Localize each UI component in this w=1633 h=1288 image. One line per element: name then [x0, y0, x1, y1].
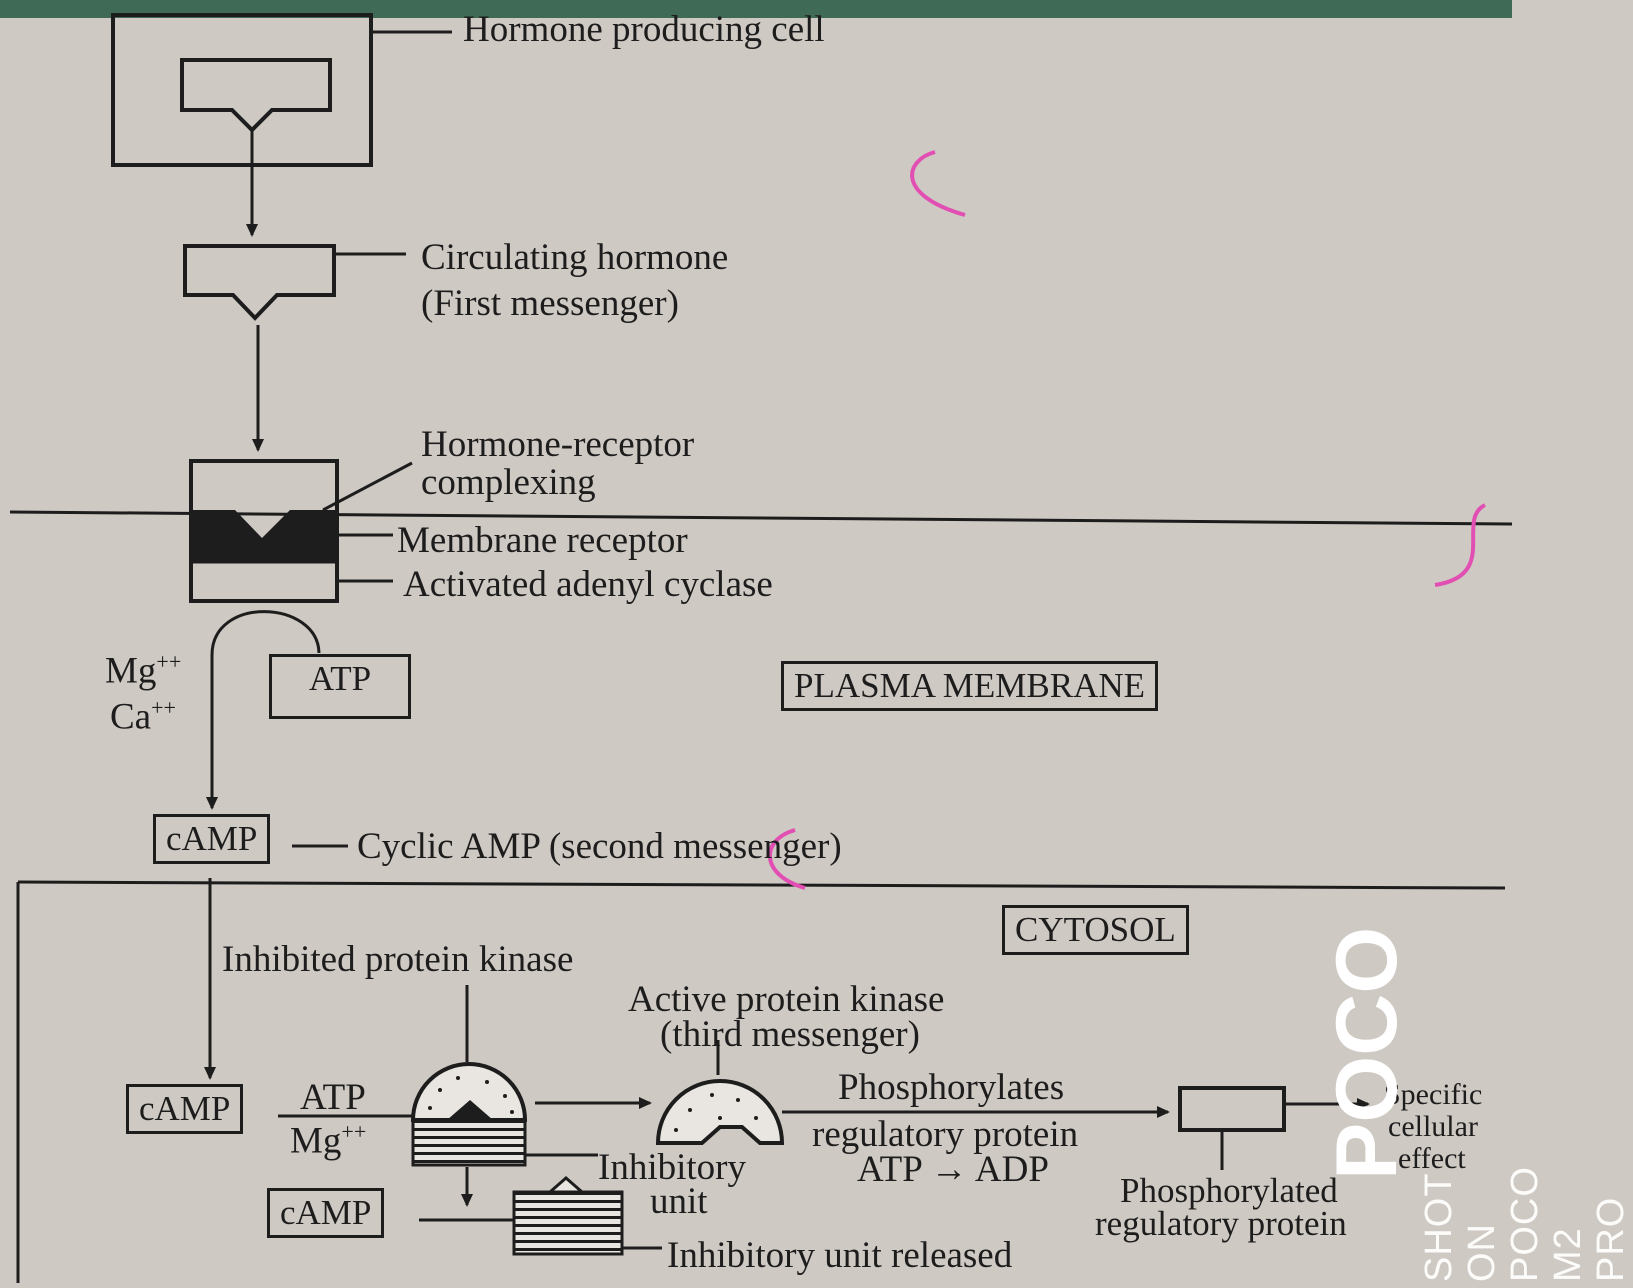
phosphorylated-protein-shape [1178, 1086, 1370, 1170]
pink-mark [767, 828, 806, 890]
label-ca: Ca++ [110, 695, 176, 738]
label-hormone-receptor: Hormone-receptor [421, 424, 695, 465]
membrane-line-top [9, 510, 1513, 526]
label-atp-adp: ATP → ADP [857, 1149, 1049, 1190]
label-inhibited-protein-kinase: Inhibited protein kinase [222, 939, 574, 980]
watermark-text: SHOT ON POCO M2 PRO [1418, 1166, 1632, 1282]
label-cellular: cellular [1388, 1110, 1478, 1143]
label-regulatory-protein: regulatory protein [812, 1114, 1079, 1155]
camp-box-3: cAMP [267, 1188, 385, 1239]
plasma-membrane-box: PLASMA MEMBRANE [781, 661, 1159, 712]
diagram-svg [0, 0, 1513, 1283]
label-phosphorylated: Phosphorylated [1120, 1171, 1338, 1210]
label-mg: Mg++ [105, 649, 182, 692]
label-active-protein-kinase: Active protein kinase [628, 979, 945, 1020]
label-atp-small: ATP [300, 1077, 366, 1118]
camp-box-2: cAMP [126, 1084, 244, 1135]
label-hormone-producing-cell: Hormone producing cell [463, 9, 825, 50]
label-inhibitory: Inhibitory [598, 1147, 746, 1188]
watermark-brand: POCO [1319, 926, 1415, 1180]
label-unit: unit [650, 1181, 708, 1222]
label-first-messenger: (First messenger) [421, 283, 679, 324]
label-membrane-receptor: Membrane receptor [397, 520, 688, 561]
label-phosphorylates: Phosphorylates [838, 1067, 1065, 1108]
receptor-complex [189, 459, 413, 603]
camp-box: cAMP [153, 814, 271, 865]
label-specific: Specific [1384, 1078, 1483, 1111]
label-complexing: complexing [421, 462, 596, 503]
label-inhibitory-unit-released: Inhibitory unit released [667, 1235, 1013, 1276]
membrane-line-bottom [17, 880, 1506, 890]
pink-mark [910, 150, 966, 217]
pink-mark [1434, 503, 1487, 587]
label-third-messenger: (third messenger) [660, 1014, 920, 1055]
label-phosphorylated-regulatory-protein: regulatory protein [1095, 1204, 1347, 1243]
top-band [0, 0, 1512, 18]
active-protein-kinase-shape [655, 1040, 1170, 1145]
label-cyclic-amp: Cyclic AMP (second messenger) [357, 826, 842, 867]
label-effect: effect [1398, 1142, 1466, 1175]
label-circulating-hormone: Circulating hormone [421, 237, 729, 278]
inhibitory-unit-released-shape [419, 1176, 662, 1256]
atp-box: ATP [269, 654, 411, 719]
label-activated-adenyl-cyclase: Activated adenyl cyclase [403, 564, 773, 605]
atp-conversion-arrow [206, 610, 321, 810]
label-mg-small: Mg++ [290, 1119, 367, 1162]
circulating-hormone-shape [183, 244, 406, 452]
hormone-producing-cell [111, 13, 452, 237]
inhibited-protein-kinase-shape [278, 985, 652, 1207]
cytosol-box: CYTOSOL [1002, 905, 1189, 956]
